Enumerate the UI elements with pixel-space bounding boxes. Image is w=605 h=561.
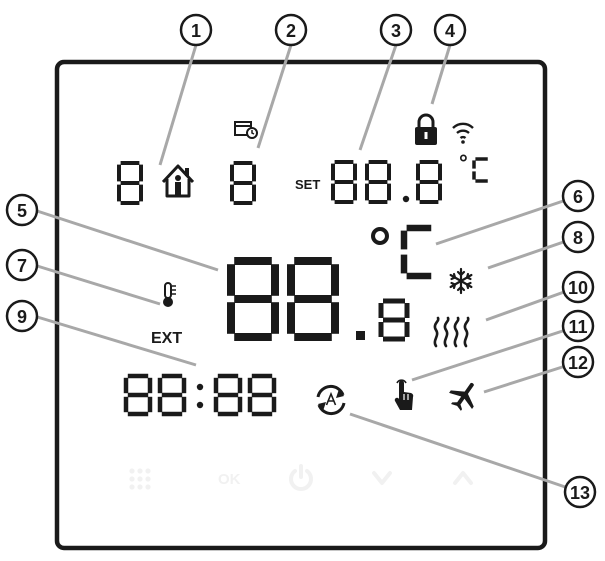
set-decimal-point [402, 195, 410, 203]
segment-digit [247, 373, 277, 417]
callout-13: 13 [563, 475, 597, 509]
callout-number: 13 [570, 483, 590, 503]
callout-number: 3 [391, 21, 401, 41]
up-arrow-icon[interactable] [453, 471, 473, 485]
segment-digit [378, 298, 410, 342]
clock-digits [123, 373, 277, 417]
set-label: SET [295, 177, 320, 192]
room-decimal-point [356, 331, 365, 340]
set-degree-symbol: ° [459, 150, 468, 175]
callout-2: 2 [274, 13, 308, 47]
home-person-icon [161, 164, 195, 198]
profile-digit [117, 161, 143, 205]
callout-4: 4 [433, 13, 467, 47]
callout-number: 6 [573, 187, 583, 207]
segment-digit [227, 257, 279, 341]
callout-number: 10 [568, 278, 588, 298]
ext-label: EXT [151, 330, 182, 347]
grid-menu-icon[interactable] [129, 468, 151, 490]
callout-number: 9 [17, 307, 27, 327]
program-digit [230, 161, 256, 205]
callout-number: 8 [573, 228, 583, 248]
airplane-icon [449, 382, 474, 411]
callout-9: 9 [5, 299, 39, 333]
heat-waves-icon [433, 316, 470, 348]
room-temperature-digits [227, 257, 410, 342]
callout-12: 12 [561, 345, 595, 379]
callout-number: 1 [191, 21, 201, 41]
power-icon[interactable] [289, 464, 313, 491]
auto-mode-icon [316, 384, 346, 416]
calendar-clock-icon [234, 121, 258, 139]
callout-1: 1 [179, 13, 213, 47]
segment-digit [123, 373, 153, 417]
callout-3: 3 [379, 13, 413, 47]
callout-6: 6 [561, 179, 595, 213]
segment-c [400, 224, 432, 280]
segment-digit [287, 257, 339, 341]
set-temperature-digits [331, 160, 442, 204]
large-celsius-c [400, 224, 432, 280]
segment-digit [365, 160, 391, 204]
segment-digit [230, 161, 256, 205]
down-arrow-icon[interactable] [372, 471, 392, 485]
hand-touch-icon [394, 379, 414, 410]
large-degree-symbol [371, 227, 389, 245]
callout-number: 7 [17, 256, 27, 276]
segment-digit [213, 373, 243, 417]
lock-icon [415, 113, 437, 145]
callout-7: 7 [5, 248, 39, 282]
segment-digit [331, 160, 357, 204]
callout-number: 12 [568, 353, 588, 373]
callout-8: 8 [561, 220, 595, 254]
callout-11: 11 [561, 309, 595, 343]
callout-number: 2 [286, 21, 296, 41]
wifi-icon [452, 122, 474, 144]
ok-button[interactable]: OK [218, 471, 241, 488]
callout-5: 5 [5, 193, 39, 227]
segment-digit [117, 161, 143, 205]
callout-number: 5 [17, 201, 27, 221]
segment-c [472, 157, 488, 183]
clock-colon-bottom [196, 401, 204, 409]
set-celsius-c [472, 157, 488, 183]
segment-digit [157, 373, 187, 417]
callout-10: 10 [561, 270, 595, 304]
callout-number: 11 [568, 317, 587, 337]
thermometer-icon [163, 282, 176, 307]
snowflake-icon [449, 267, 473, 295]
clock-colon-top [196, 383, 204, 391]
segment-digit [416, 160, 442, 204]
callout-number: 4 [445, 21, 455, 41]
